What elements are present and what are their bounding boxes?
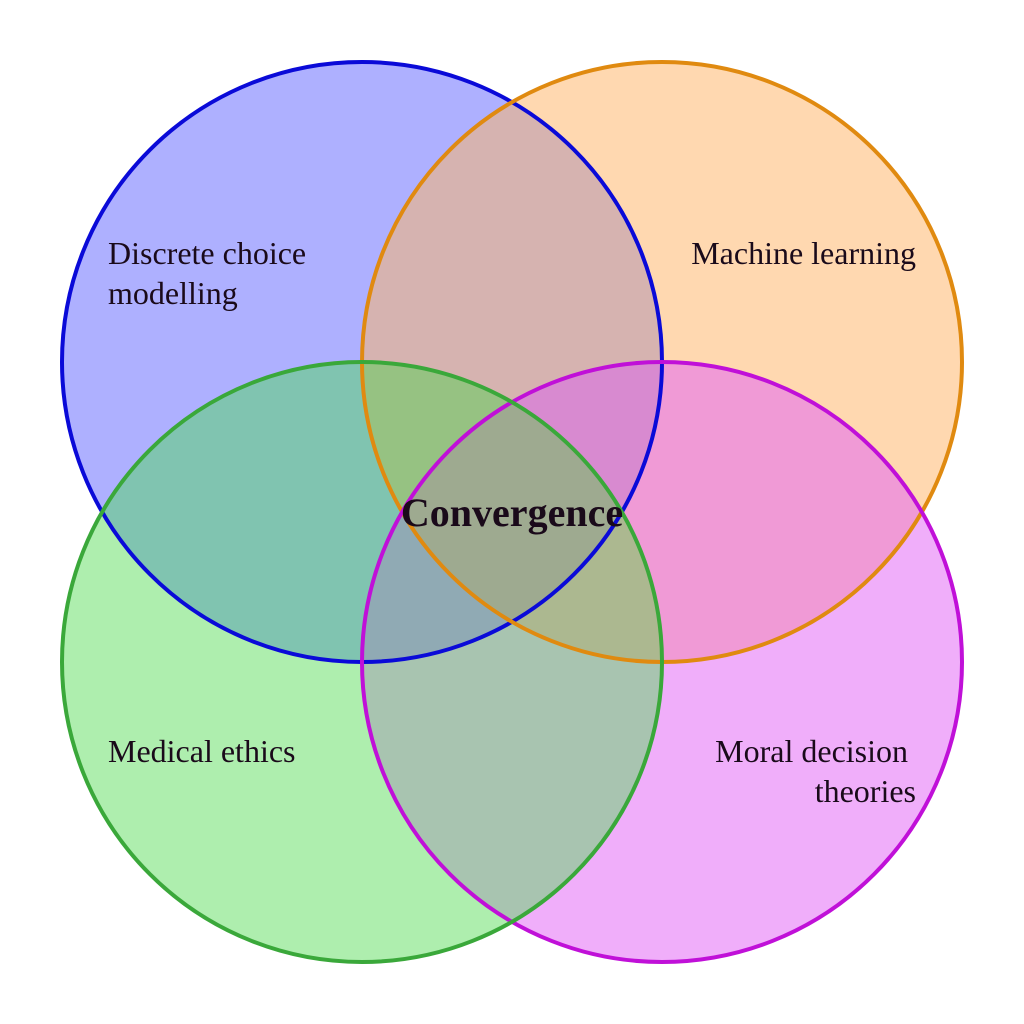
label-machine-learning: Machine learning	[691, 235, 916, 271]
circle-moral-decision-outline	[360, 360, 964, 964]
label-medical-ethics: Medical ethics	[108, 733, 295, 769]
overlap-center	[362, 362, 662, 662]
circle-medical-ethics-outline	[60, 360, 664, 964]
label-moral-decision: Moral decision theories	[715, 733, 916, 809]
label-discrete-choice: Discrete choice modelling	[108, 235, 314, 311]
center-label: Convergence	[401, 490, 623, 535]
